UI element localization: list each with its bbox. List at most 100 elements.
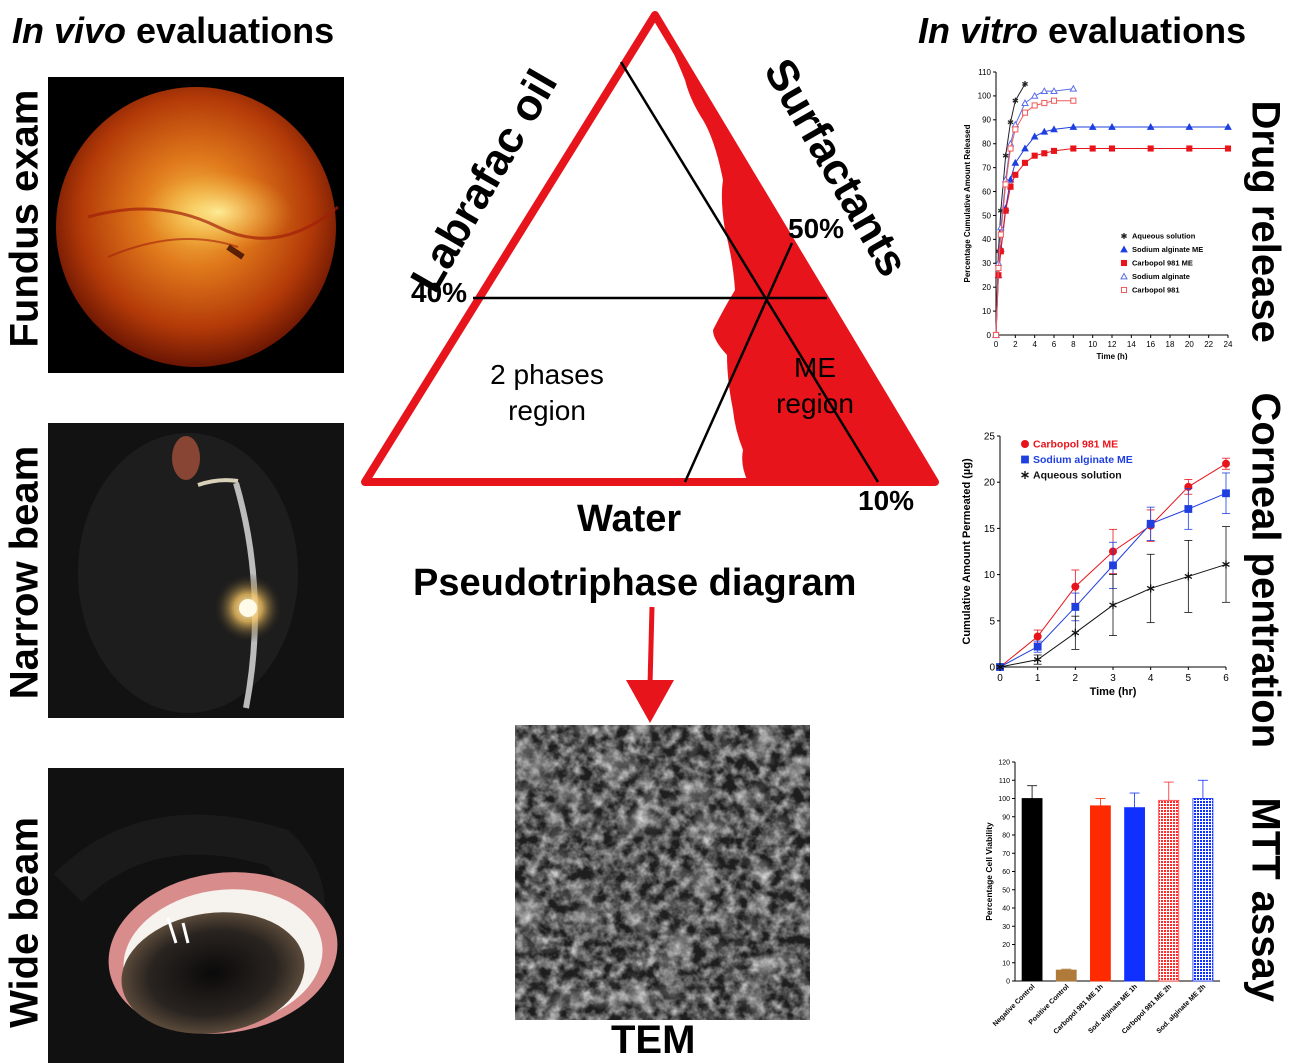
star-marker [1222, 560, 1230, 569]
triangle-marker [1040, 127, 1049, 135]
legend-label: Sodium alginate ME [1033, 454, 1133, 466]
square-marker [1222, 489, 1230, 498]
y-tick-label: 20 [982, 283, 991, 292]
y-tick-label: 25 [984, 432, 996, 443]
square-marker [1002, 207, 1009, 214]
x-tick-label: 1 [1035, 673, 1041, 684]
square-marker [1041, 150, 1048, 157]
y-tick-label: 80 [982, 140, 991, 149]
me-region-label-2: region [776, 388, 854, 419]
triangle-marker [1108, 122, 1116, 130]
star-marker [1021, 471, 1029, 479]
circle-marker [1033, 632, 1042, 641]
square-marker [1012, 126, 1019, 133]
drug-release-label: Drug release [1243, 100, 1288, 343]
y-tick-label: 110 [999, 778, 1010, 785]
triangle-marker [1030, 91, 1039, 99]
y-tick-label: 20 [1002, 942, 1010, 949]
y-tick-label: 100 [978, 92, 992, 101]
y-tick-label: 20 [984, 478, 996, 489]
square-marker [1031, 152, 1038, 159]
square-marker [1041, 100, 1048, 107]
x-tick-label: 4 [1148, 673, 1154, 684]
square-marker [1120, 286, 1128, 294]
star-stroke [1184, 573, 1193, 580]
x-axis-label: Time (h) [1097, 352, 1128, 360]
triangle-marker [1021, 144, 1029, 152]
x-tick-label: 18 [1166, 340, 1175, 349]
square-marker [995, 265, 1002, 272]
y-tick-label: 15 [984, 524, 996, 535]
fundus-exam-label: Fundus exam [2, 89, 47, 348]
x-tick-label: 0 [997, 673, 1003, 684]
square-marker [1071, 603, 1080, 611]
x-tick-label: 20 [1185, 340, 1194, 349]
y-tick-label: 50 [1002, 887, 1010, 894]
square-marker [992, 331, 1000, 339]
square-marker [1050, 147, 1058, 154]
x-tick-label: 0 [994, 340, 999, 349]
star-stroke [1222, 561, 1230, 567]
narrow-beam-photo [48, 423, 344, 718]
down-arrow-icon [626, 606, 674, 723]
series-line [995, 148, 1228, 336]
x-tick-label: 5 [1186, 673, 1192, 684]
square-marker [1007, 145, 1014, 152]
triangle-marker [1040, 87, 1049, 95]
star-marker [1007, 119, 1014, 126]
circle-marker [1021, 440, 1029, 448]
triangle-marker [1021, 99, 1029, 106]
star-marker [1002, 152, 1009, 159]
square-marker [1070, 97, 1077, 104]
circle-marker [1071, 582, 1080, 591]
x-tick-label: 16 [1146, 340, 1155, 349]
x-tick-label: 6 [1052, 340, 1057, 349]
x-tick-label: 4 [1032, 340, 1037, 349]
y-tick-label: 110 [978, 68, 991, 77]
y-tick-label: 90 [1002, 814, 1010, 821]
square-marker [1184, 505, 1193, 513]
star-marker [1071, 628, 1080, 637]
square-marker [1147, 145, 1154, 152]
circle-marker [1222, 459, 1230, 468]
star-stroke [1021, 472, 1029, 478]
star-marker [1121, 233, 1127, 239]
legend-label: Carbopol 981 ME [1033, 439, 1118, 451]
bar [1090, 805, 1111, 982]
legend-label: Aqueous solution [1033, 470, 1122, 482]
pct-50-label: 50% [788, 213, 844, 244]
x-tick-label: 14 [1127, 340, 1136, 349]
y-tick-label: 60 [1002, 869, 1010, 876]
y-tick-label: 0 [989, 663, 995, 674]
square-marker [997, 231, 1004, 238]
star-marker [1146, 584, 1155, 593]
y-tick-label: 30 [1002, 924, 1010, 931]
square-marker [1021, 159, 1029, 166]
y-tick-label: 10 [982, 307, 991, 316]
water-label: Water [577, 498, 682, 540]
triangle-marker [1120, 245, 1128, 253]
y-tick-label: 5 [989, 616, 995, 627]
tem-label: TEM [611, 1018, 696, 1062]
triangle-marker [1120, 272, 1128, 280]
triangle-marker [1069, 84, 1078, 92]
star-stroke [1109, 602, 1117, 608]
legend-label: Sodium alginate ME [1132, 245, 1203, 254]
triangle-marker [1030, 132, 1039, 140]
fundus-photo [48, 77, 344, 373]
mtt-assay-label: MTT assay [1243, 797, 1288, 1003]
pct-40-label: 40% [411, 277, 467, 308]
x-tick-label: 2 [1073, 673, 1079, 684]
y-tick-label: 40 [982, 235, 991, 244]
pct-10-label: 10% [858, 485, 914, 516]
y-tick-label: 80 [1002, 833, 1010, 840]
square-marker [1108, 145, 1116, 152]
wide-beam-photo [48, 768, 344, 1063]
star-stroke [1121, 233, 1127, 239]
triangle-marker [1069, 122, 1078, 130]
y-tick-label: 0 [1006, 979, 1010, 986]
